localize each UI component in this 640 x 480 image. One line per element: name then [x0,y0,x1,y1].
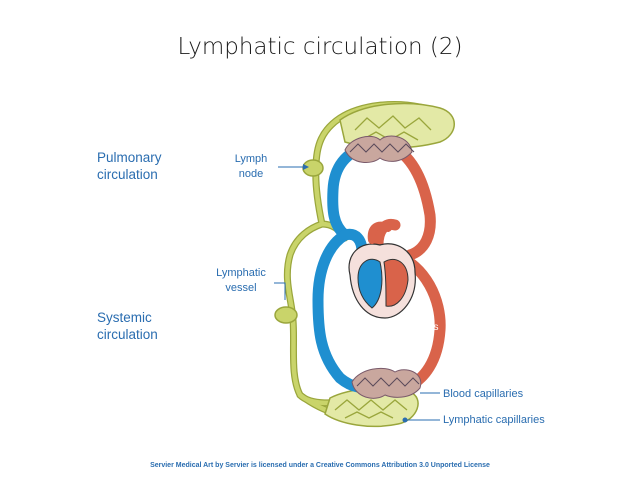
lymph-node-label: Lymph node [234,153,268,180]
arrowhead-icon [303,164,309,170]
heart [348,221,416,319]
pulmonary-circulation-label: Pulmonary circulation [97,150,162,182]
pointer-dot-icon [402,417,408,423]
systemic-blood-capillaries [351,367,422,399]
credit-line: Servier Medical Art by Servier is licens… [150,462,490,469]
systemic-circulation-label: Systemic circulation [97,310,158,342]
blood-capillaries-label: Blood capillaries [443,388,524,400]
veins-label: Veins [328,314,353,325]
lymphatic-capillaries-label: Lymphatic capillaries [443,414,545,426]
page-title: Lymphatic circulation (2) [177,34,463,60]
lymphatic-vessel-label: Lymphatic vessel [216,267,266,294]
pulmonary-blood-capillaries [344,135,415,163]
arteries-label: Arteries [404,322,439,333]
lymph-node-lower [274,306,298,324]
leader-lines [274,166,440,421]
